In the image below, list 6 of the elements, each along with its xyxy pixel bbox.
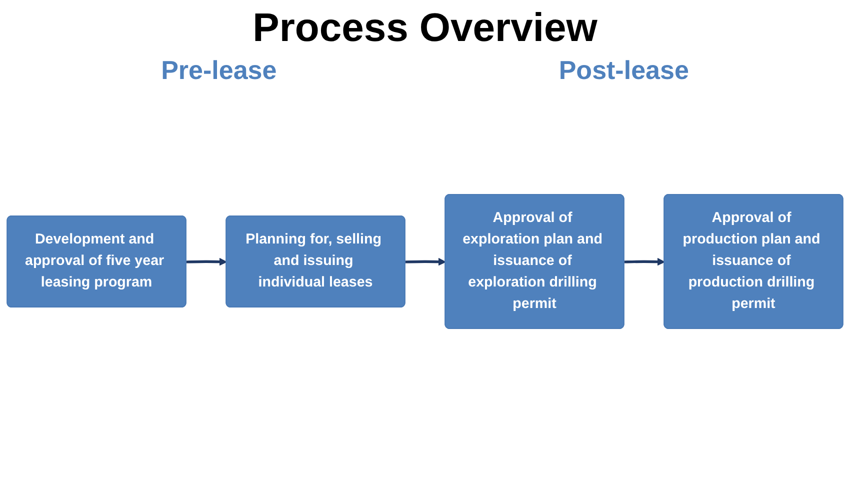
diagram-title: Process Overview xyxy=(252,6,598,51)
arrow xyxy=(186,257,227,266)
arrow xyxy=(624,257,665,266)
section-heading: Pre-lease xyxy=(161,55,277,86)
section-heading: Post-lease xyxy=(558,55,689,86)
arrow xyxy=(405,257,446,266)
